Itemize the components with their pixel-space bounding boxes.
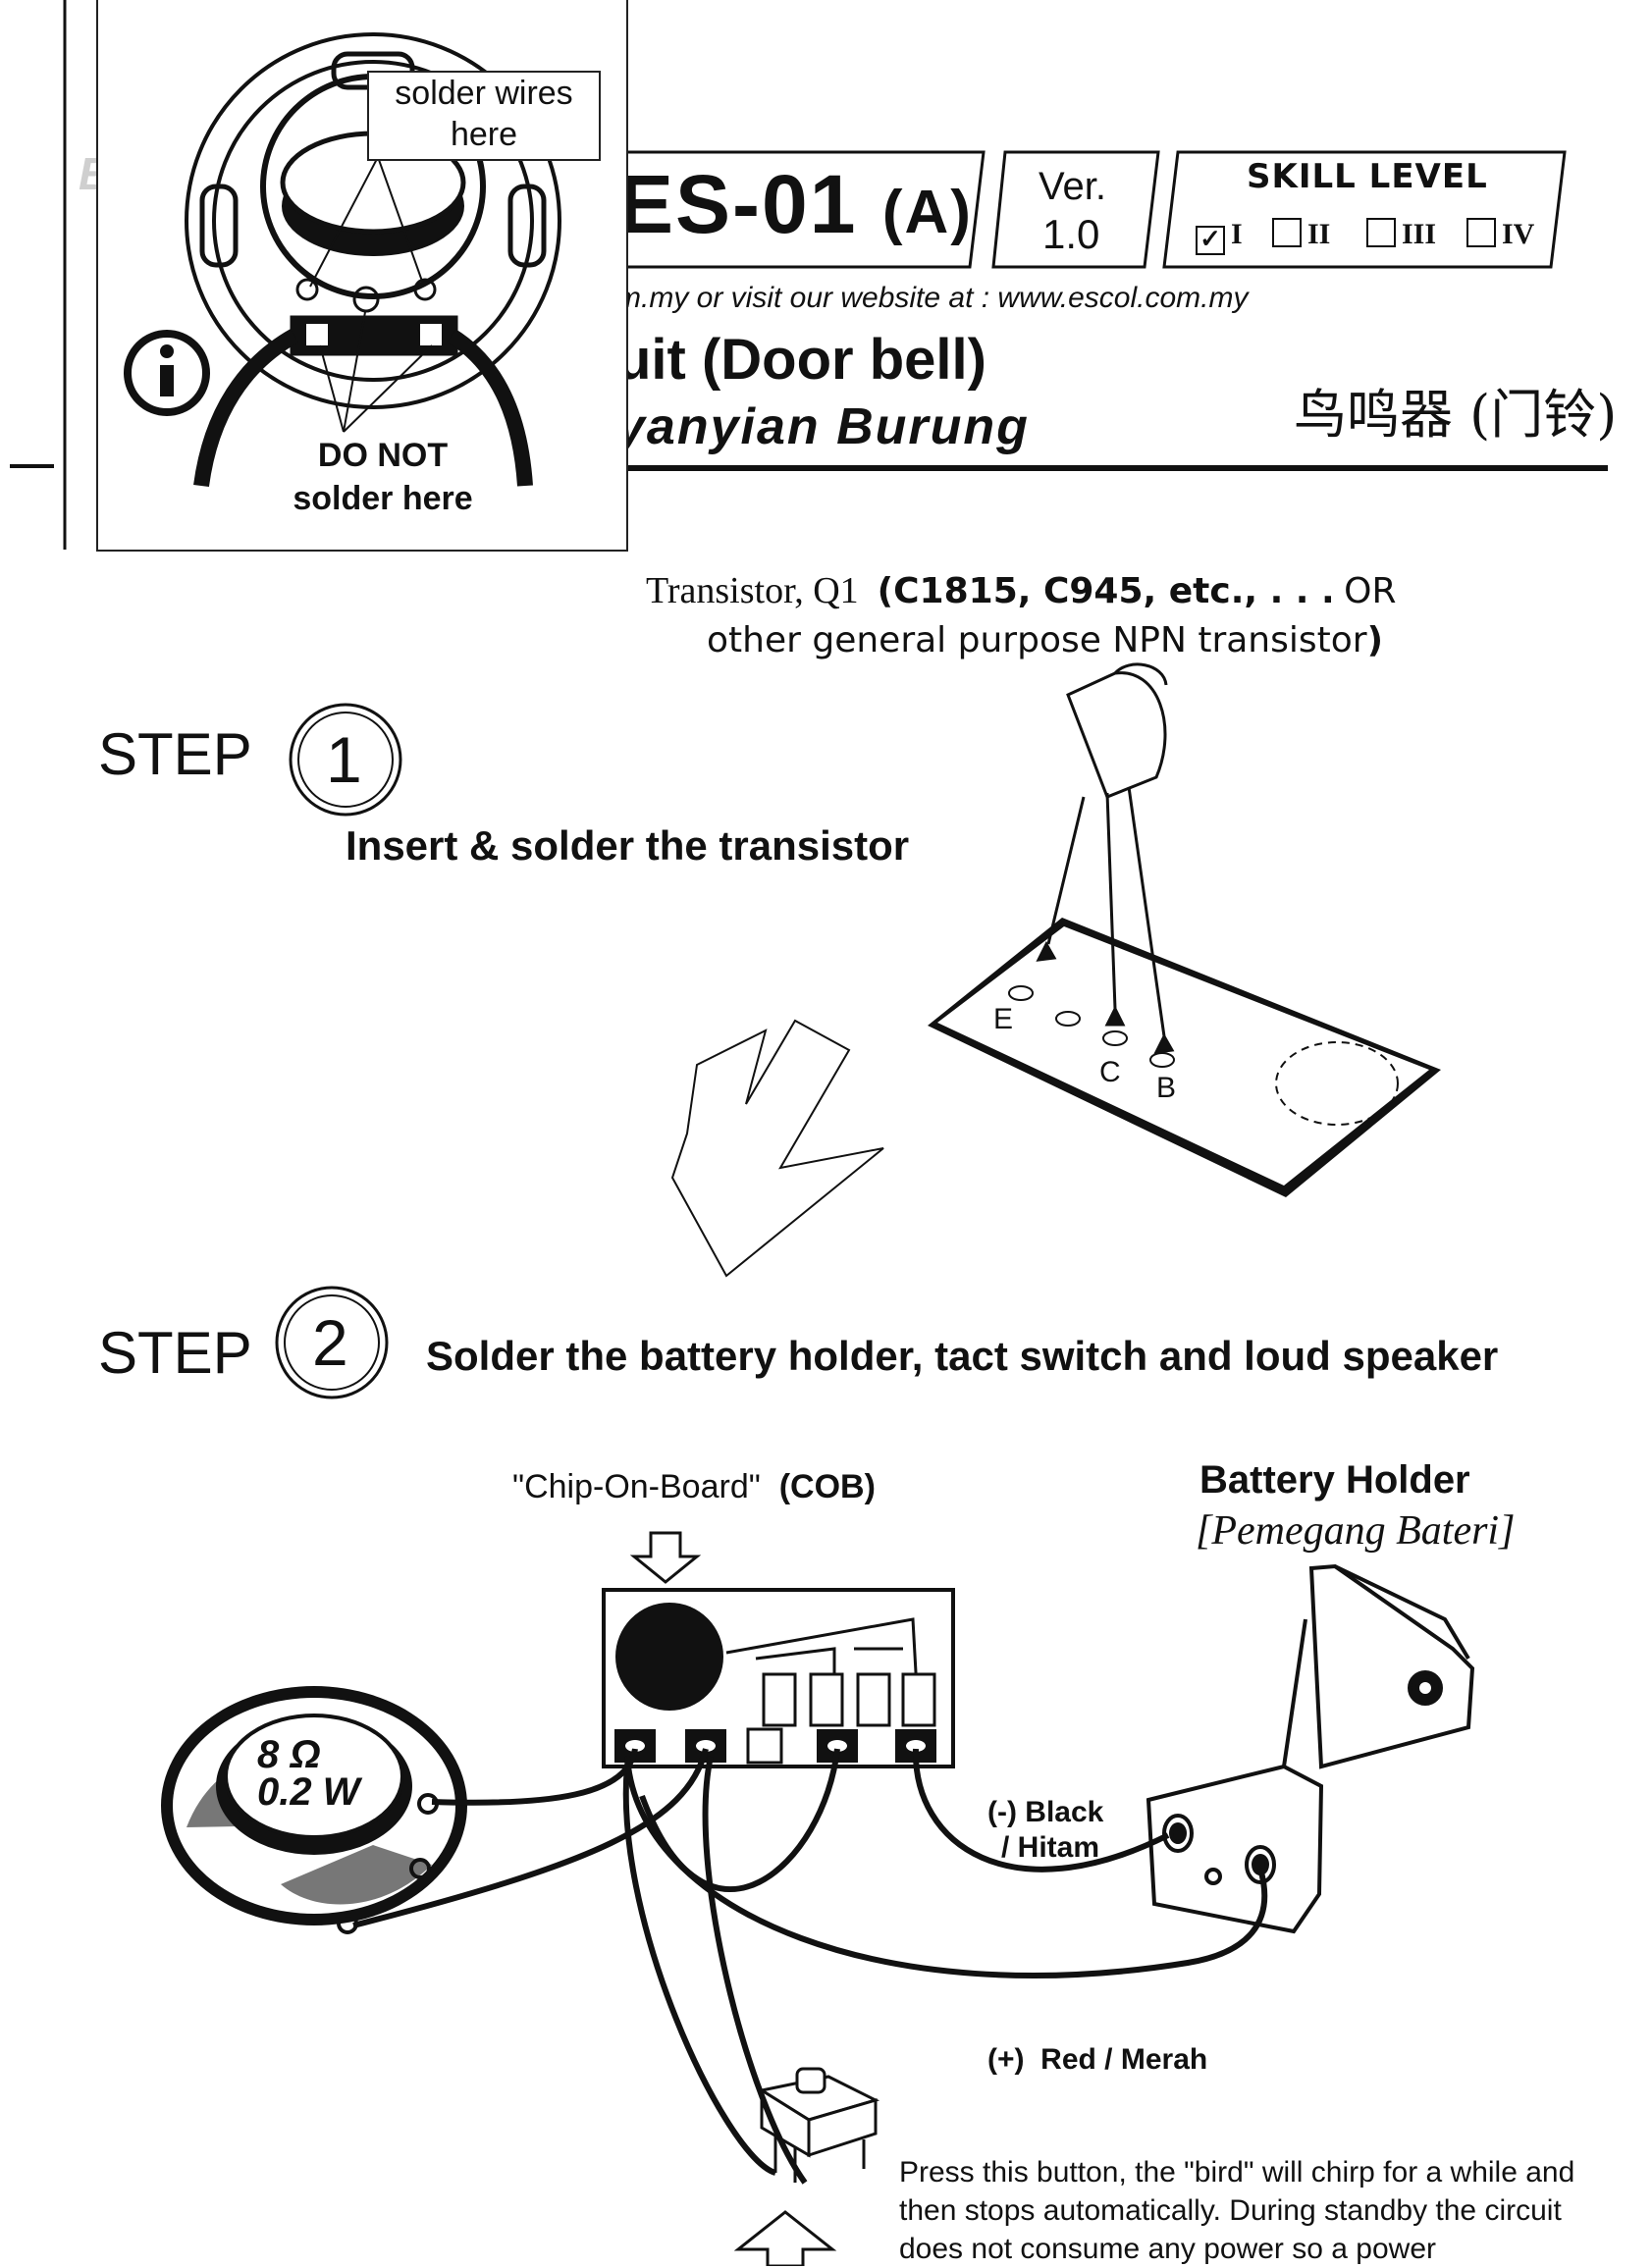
pin-e-label: E (993, 1003, 1014, 1035)
battery-holder-icon (1146, 1563, 1475, 1934)
chip-on-board (602, 1588, 955, 1768)
title-english: uit (Door bell) (616, 328, 986, 392)
title-chinese: 鸟鸣器 (门铃) (1294, 384, 1618, 446)
skill-level-1: ✓I (1196, 218, 1243, 255)
step1-description: Insert & solder the transistor (346, 822, 910, 869)
skill-level-3: III (1366, 218, 1436, 251)
website-line: m.my or visit our website at : www.escol… (616, 282, 1249, 314)
battery-holder-subtitle: [Pemegang Bateri] (1196, 1508, 1516, 1554)
step2-number-circle (275, 1286, 389, 1399)
version-frame (991, 150, 1160, 269)
step2-number: 2 (312, 1306, 348, 1379)
skill-level-title: SKILL LEVEL (1247, 157, 1488, 196)
speaker-watt-rating: 0.2 W (257, 1770, 360, 1814)
speaker-ohm-rating: 8 Ω (257, 1733, 321, 1776)
step1-number: 1 (326, 723, 362, 796)
press-button-instructions: Press this button, the "bird" will chirp… (899, 2156, 1575, 2265)
skill-level-4: IV (1466, 218, 1534, 251)
skill-level-frame (1162, 150, 1567, 269)
cob-down-arrow-icon (629, 1531, 702, 1584)
transistor-caption-line2: other general purpose NPN transistor) (707, 620, 1384, 660)
version-label: Ver. (1039, 165, 1106, 208)
black-wire-label-line1: (-) Black (987, 1796, 1104, 1828)
checkbox-empty-icon (1366, 218, 1396, 247)
info-icon (124, 330, 210, 416)
pin-b-label: B (1156, 1072, 1177, 1104)
step2-label: STEP (98, 1320, 252, 1386)
kit-code: ES-01 (A) (618, 158, 973, 250)
title-malay: yanyian Burung (616, 398, 1030, 455)
tact-switch-up-arrow-icon (733, 2210, 837, 2266)
skill-level-2: II (1272, 218, 1330, 251)
version-number: 1.0 (1042, 211, 1100, 257)
header-rule (614, 465, 1608, 471)
checkbox-empty-icon (1466, 218, 1496, 247)
black-wire-label-line2: / Hitam (1001, 1831, 1100, 1864)
step1-number-circle (289, 703, 402, 817)
checkbox-checked-icon: ✓ (1196, 226, 1225, 255)
pin-c-label: C (1099, 1056, 1121, 1088)
red-wire-label: (+) Red / Merah (987, 2043, 1208, 2076)
tact-switch-icon (758, 2067, 880, 2183)
kit-variant: (A) (881, 179, 973, 246)
down-arrow-icon (670, 1019, 884, 1278)
transistor-icon (1036, 662, 1175, 1054)
wires (352, 1748, 1268, 2185)
cob-label: "Chip-On-Board" (COB) (512, 1468, 876, 1505)
step1-label: STEP (98, 721, 252, 787)
transistor-caption-line1: Transistor, Q1 (C1815, C945, etc., . . .… (646, 570, 1397, 611)
checkbox-empty-icon (1272, 218, 1302, 247)
speaker-icon (161, 1686, 467, 1934)
battery-holder-title: Battery Holder (1199, 1458, 1470, 1502)
step2-description: Solder the battery holder, tact switch a… (426, 1333, 1499, 1379)
pcb-board (928, 918, 1441, 1197)
